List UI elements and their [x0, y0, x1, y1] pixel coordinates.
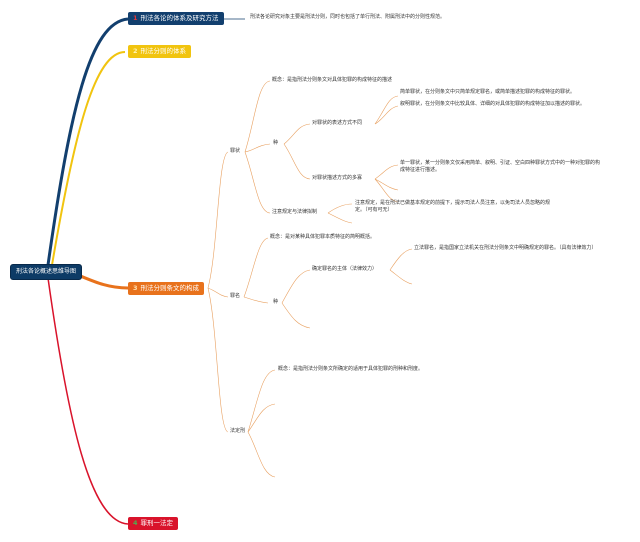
zuiming-kinds[interactable]: 种 — [273, 299, 279, 305]
zhuangzhuang-node[interactable]: 罪状 — [230, 148, 241, 154]
branch-3-label: 刑法分则条文的构成 — [140, 284, 200, 292]
branch-3-number: 3 — [133, 284, 138, 292]
zuiming-concept: 概念：是对某种具体犯罪本质特征的简明概括。 — [270, 234, 376, 240]
branch-1-label: 刑法各论的体系及研究方法 — [140, 14, 219, 22]
single-zhuangzhuang: 单一罪状，某一分则条文仅采用简单、叙明、引证、空白四种罪状方式中的一种对犯罪的构… — [400, 160, 601, 173]
branch-4-number: 4 — [133, 519, 138, 527]
root-topic[interactable]: 刑法各论概述思维导图 — [10, 264, 83, 281]
by-count-node[interactable]: 对罪状描述方式的多寡 — [312, 175, 363, 181]
zuiming-node[interactable]: 罪名 — [230, 293, 241, 299]
by-expression-node[interactable]: 对罪状的表述方式不同 — [312, 120, 363, 126]
branch-2-label: 刑法分则的体系 — [140, 47, 187, 55]
branch-1-note: 刑法各论研究对象主要是刑法分则，同时也包括了单行刑法、附属刑法中的分则性规范。 — [250, 14, 446, 20]
branch-1-number: 1 — [133, 14, 138, 22]
descriptive-zhuangzhuang: 叙明罪状，在分则条文中比较具体、详细的对具体犯罪的构成特征加以描述的罪状。 — [400, 101, 586, 107]
notice-text: 注意规定，是在刑法已做基本规定的前提下，提示司法人员注意，以免司法人员忽略的规定… — [355, 200, 551, 213]
connector-branch-2 — [51, 51, 126, 266]
connector-branch-3 — [77, 273, 129, 290]
connector-branch-4 — [47, 277, 129, 525]
connector-branch-1 — [46, 17, 129, 266]
fadingxing-node[interactable]: 法定刑 — [230, 428, 246, 434]
root-label: 刑法各论概述思维导图 — [16, 268, 77, 275]
zhuangzhuang-concept: 概念：是指刑法分则条文对具体犯罪的构成特征的描述 — [272, 77, 393, 83]
branch-2-number: 2 — [133, 47, 138, 55]
simple-zhuangzhuang: 简单罪状，在分则条文中只简单规定罪名，或简单描述犯罪的构成特征的罪状。 — [400, 89, 576, 95]
zhuangzhuang-kinds[interactable]: 种 — [273, 140, 279, 146]
subject-node[interactable]: 确定罪名的主体（法律效力） — [312, 266, 378, 272]
fadingxing-concept: 概念：是指刑法分则条文所确定的适用于具体犯罪的刑种和刑度。 — [278, 366, 424, 372]
notice-node[interactable]: 注意规定与法律拟制 — [272, 209, 318, 215]
branch-4-label: 罪刑一法定 — [140, 519, 174, 527]
legislative-zuiming: 立法罪名，是指国家立法机关在刑法分则条文中明确规定的罪名。（具有法律效力） — [414, 245, 597, 251]
